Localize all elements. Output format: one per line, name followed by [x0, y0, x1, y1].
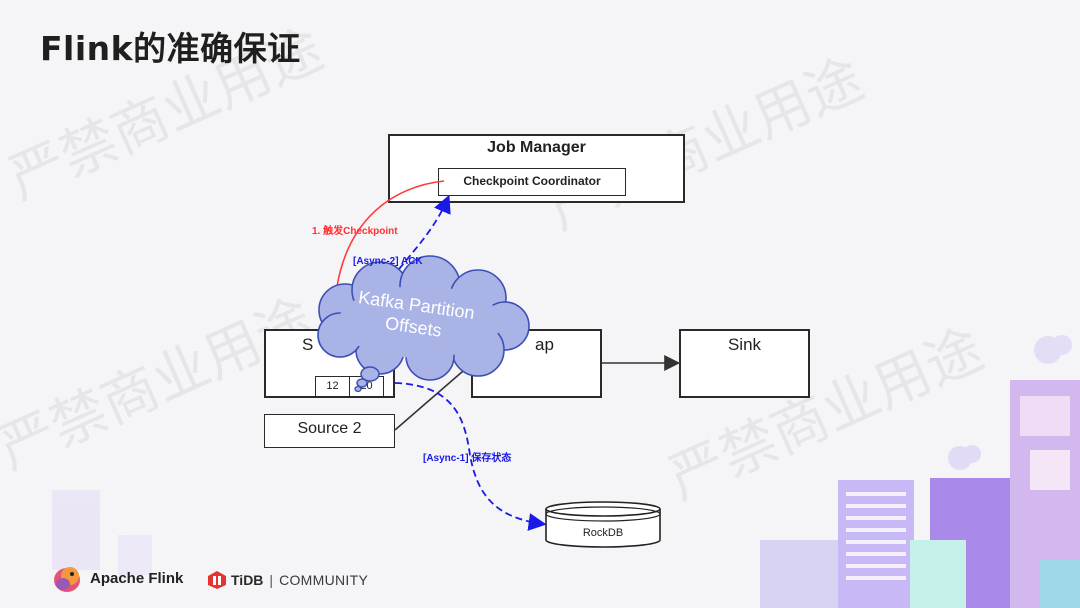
source2-to-map-line: [394, 364, 471, 431]
save-state-label: [Async-1] 保存状态: [423, 453, 512, 464]
slide-title: Flink的准确保证: [40, 29, 301, 68]
source1-label: S: [302, 335, 314, 354]
city-illustration: [760, 335, 1080, 608]
cloud-tail-bubble-2: [356, 378, 368, 388]
flink-squirrel-icon: [54, 567, 80, 592]
apache-flink-text: Apache Flink: [90, 569, 184, 587]
tidb-community-logo: TiDB | COMMUNITY: [207, 570, 368, 590]
map-label: ap: [535, 335, 554, 354]
rockdb-database-icon: [545, 501, 661, 548]
apache-flink-logo: Apache Flink: [52, 562, 183, 594]
trigger-checkpoint-label: 1. 触发Checkpoint: [312, 226, 398, 237]
tidb-brand-text: TiDB: [231, 572, 264, 588]
ack-label: [Async-2] ACK: [353, 256, 423, 267]
checkpoint-coordinator-box: Checkpoint Coordinator: [438, 168, 626, 196]
tidb-icon: [208, 571, 226, 589]
left-cubes-decoration: [52, 490, 152, 575]
tidb-community-text: COMMUNITY: [279, 572, 369, 588]
sink-label: Sink: [727, 335, 762, 354]
save-state-dashed-arrow: [394, 382, 547, 531]
cloud-tail-bubble-1: [360, 366, 380, 382]
job-manager-label: Job Manager: [487, 139, 586, 156]
tidb-separator: |: [269, 572, 274, 588]
cloud-tail-bubble-3: [354, 385, 362, 393]
source2-box: Source 2: [264, 414, 395, 448]
sink-box: Sink: [679, 329, 810, 398]
rockdb-label: RockDB: [583, 527, 623, 539]
